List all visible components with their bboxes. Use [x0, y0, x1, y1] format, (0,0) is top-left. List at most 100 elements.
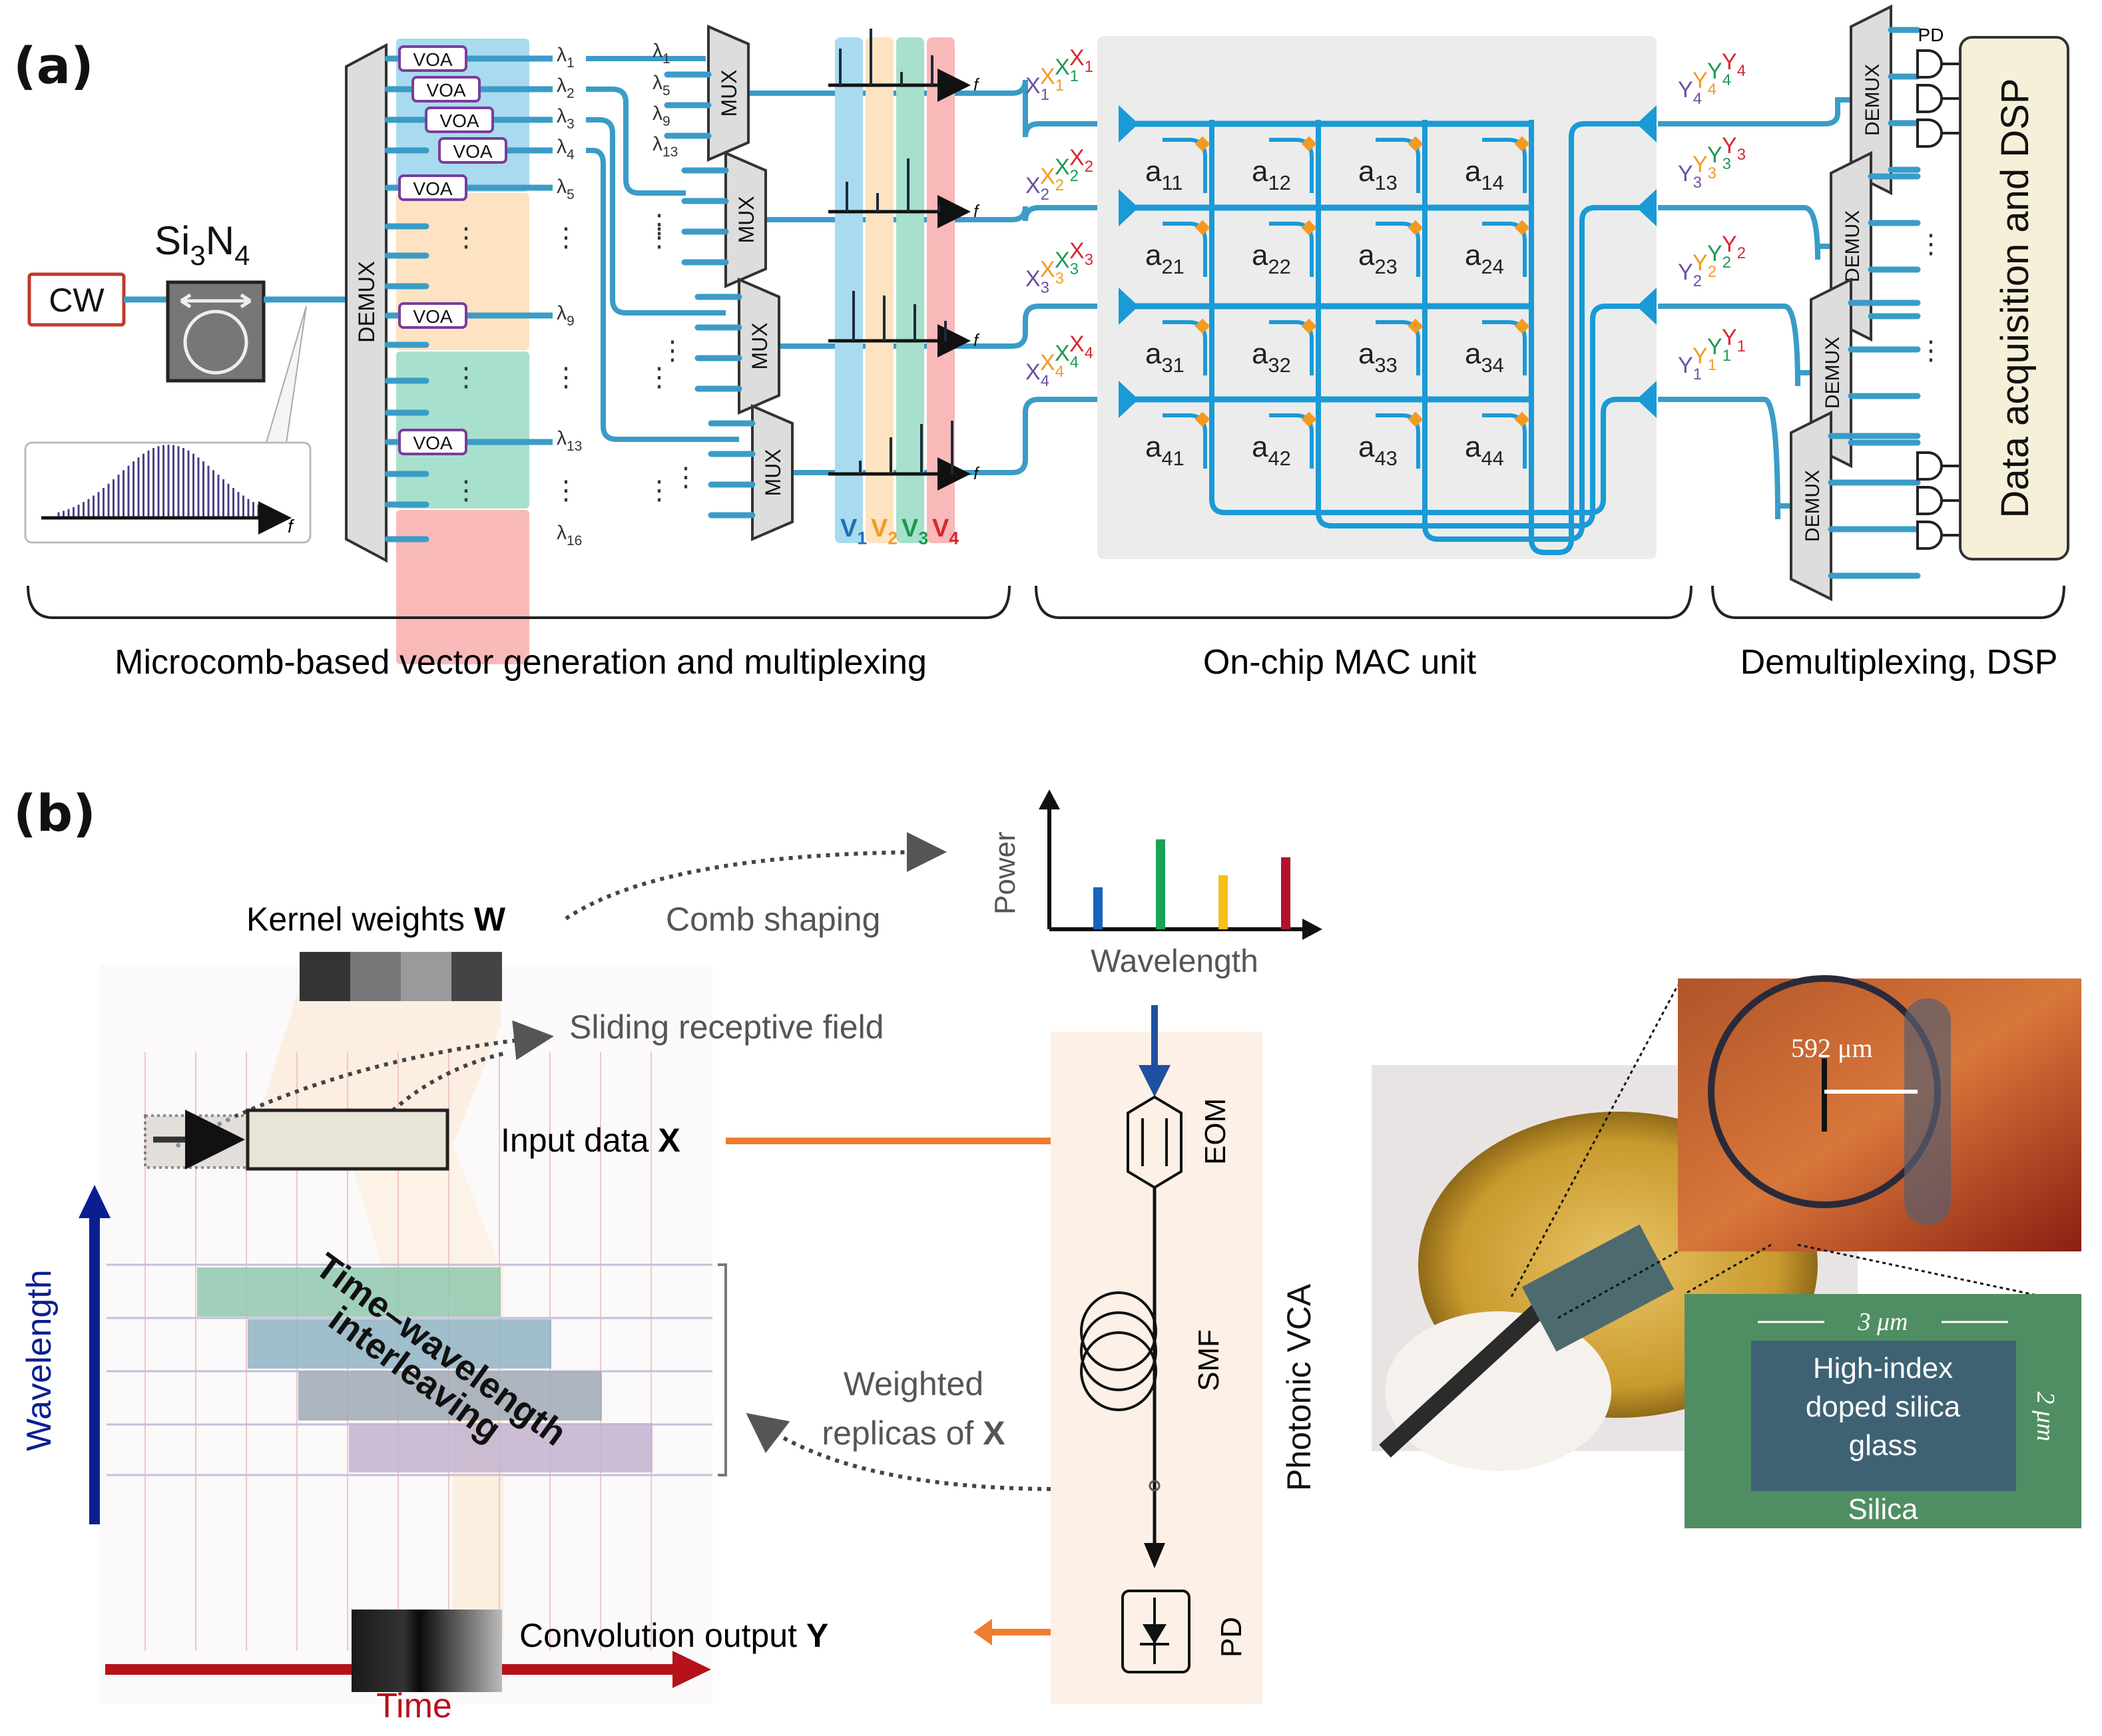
microring-microscope-photo: [1678, 978, 2081, 1251]
inset-callout: [265, 306, 307, 443]
power-bar-3: [1218, 875, 1228, 929]
inset-axis-label: f: [288, 516, 295, 537]
heater-icon: [1301, 220, 1317, 236]
ellipsis: ⋮: [1918, 336, 1944, 365]
kernel-weight-cell: [350, 952, 401, 1001]
kernel-weights-label: Kernel weights W: [246, 901, 506, 938]
output-demux-label: DEMUX: [1802, 470, 1824, 542]
mux-wavelength-label: λ1: [653, 40, 670, 67]
matrix-element-label: a31: [1145, 337, 1184, 377]
mux-label: MUX: [717, 69, 741, 116]
ellipsis: ⋮: [553, 223, 579, 252]
output-routing-waveguide: [1658, 205, 1831, 260]
heater-icon: [1301, 318, 1317, 334]
matrix-element-label: a21: [1145, 239, 1184, 278]
input-vector-label: X4: [1025, 359, 1049, 390]
photodetector-icon: [1916, 49, 1943, 79]
fiber-arrowhead: [1144, 1543, 1165, 1568]
output-routing-waveguide: [1658, 397, 1791, 520]
dsp-label: Data acquisition and DSP: [1993, 79, 2037, 519]
core-label-3: glass: [1849, 1429, 1918, 1462]
heater-icon: [1194, 411, 1210, 427]
input-data-label: Input data X: [501, 1122, 680, 1159]
replicas-bracket: [718, 1263, 727, 1476]
power-x-axis-arrowhead: [1302, 919, 1322, 940]
wavelength-label: λ2: [557, 75, 575, 101]
section-braces: Microcomb-based vector generation and mu…: [27, 585, 2065, 682]
input-vector-label: X1: [1069, 45, 1093, 76]
ellipsis: ⋮: [453, 476, 479, 505]
convolution-output-bar: [352, 1610, 502, 1692]
input-vector-label: X3: [1040, 257, 1064, 288]
routing-waveguide: [586, 87, 686, 196]
input-vector-label: X3: [1025, 266, 1049, 297]
output-vector-label: Y4: [1707, 59, 1731, 89]
mac-row-input-arrow: [1119, 189, 1139, 226]
smf-coil-1: [1080, 1291, 1157, 1371]
power-wavelength-chart: Power Wavelength: [989, 789, 1322, 979]
input-vector-label: X1: [1055, 55, 1079, 85]
pd-diode-triangle: [1143, 1624, 1167, 1644]
voa-box: [425, 107, 494, 133]
output-vector-label: Y1: [1722, 325, 1746, 355]
weighted-replicas-line-2: replicas of X: [822, 1414, 1005, 1452]
waveguide-core: [1751, 1341, 2016, 1491]
core-width-label: 3 μm: [1857, 1308, 1908, 1336]
input-vector-label: X4: [1055, 341, 1079, 371]
matrix-element-label: a34: [1465, 337, 1504, 377]
input-vector-label: X1: [1040, 64, 1064, 95]
wavelength-label: λ5: [557, 176, 575, 202]
section-vector-generation: Microcomb-based vector generation and mu…: [115, 643, 927, 682]
device-photos: 592 μm 3 μm 2 μm High-index doped silica…: [1372, 975, 2082, 1528]
matrix-element-label: a23: [1358, 239, 1398, 278]
panel-b-label: (b): [13, 783, 96, 843]
vector-label: V4: [932, 515, 959, 548]
ellipsis: ⋮: [659, 336, 686, 365]
vector-label: V1: [840, 515, 867, 548]
mac-unit-background: [1097, 36, 1657, 559]
vector-label: V3: [902, 515, 928, 548]
mac-column-waveguide: [1422, 120, 1645, 542]
voa-label: VOA: [413, 433, 452, 453]
weighted-replica: [349, 1423, 653, 1472]
eom-label: EOM: [1199, 1098, 1232, 1165]
mac-output-arrow: [1637, 381, 1657, 418]
matrix-element-label: a32: [1252, 337, 1291, 377]
time-axis-label: Time: [376, 1687, 452, 1725]
mac-row-input-arrow: [1119, 288, 1139, 325]
input-demux-label: DEMUX: [354, 261, 380, 343]
ellipsis: ⋮: [1918, 230, 1944, 259]
input-vector-label: X2: [1025, 173, 1049, 204]
wavelength-axis-arrowhead: [79, 1185, 111, 1218]
comb-input-arrowhead: [1139, 1065, 1171, 1097]
sliding-field-arrow-1: [175, 1020, 554, 1148]
mux-wavelength-label: λ13: [653, 133, 678, 160]
photodetector-icon: [1916, 84, 1943, 113]
input-vector-label: X3: [1069, 238, 1093, 269]
weighted-replica: [298, 1371, 602, 1420]
mux-label: MUX: [748, 322, 772, 369]
output-vector-label: Y2: [1722, 232, 1746, 262]
comb-shaping-arrow: [565, 832, 947, 921]
core-label-1: High-index: [1813, 1352, 1953, 1385]
output-demux-shape: [1790, 410, 1832, 602]
mux-shape: [738, 277, 780, 415]
microring-chip: [166, 280, 266, 383]
mac-output-arrow: [1637, 288, 1657, 325]
output-vector-label: Y2: [1707, 241, 1731, 272]
kernel-weight-cell: [401, 952, 451, 1001]
vector-label: V2: [871, 515, 898, 548]
fiber-holder-icon: [1385, 1311, 1611, 1471]
heater-icon: [1408, 318, 1424, 334]
chip-die-icon: [1521, 1224, 1675, 1352]
ring-scale-label: 592 μm: [1791, 1033, 1873, 1063]
si3n4-microring: Si3N4: [154, 218, 266, 383]
voa-label: VOA: [426, 80, 465, 101]
brace-dsp: [1711, 585, 2065, 619]
wavelength-label: λ16: [557, 522, 582, 548]
vector-band: [896, 37, 924, 543]
output-vector-label: Y4: [1722, 49, 1746, 80]
photodetector-icon: [1916, 486, 1943, 515]
si3n4-label: Si3N4: [154, 218, 250, 271]
